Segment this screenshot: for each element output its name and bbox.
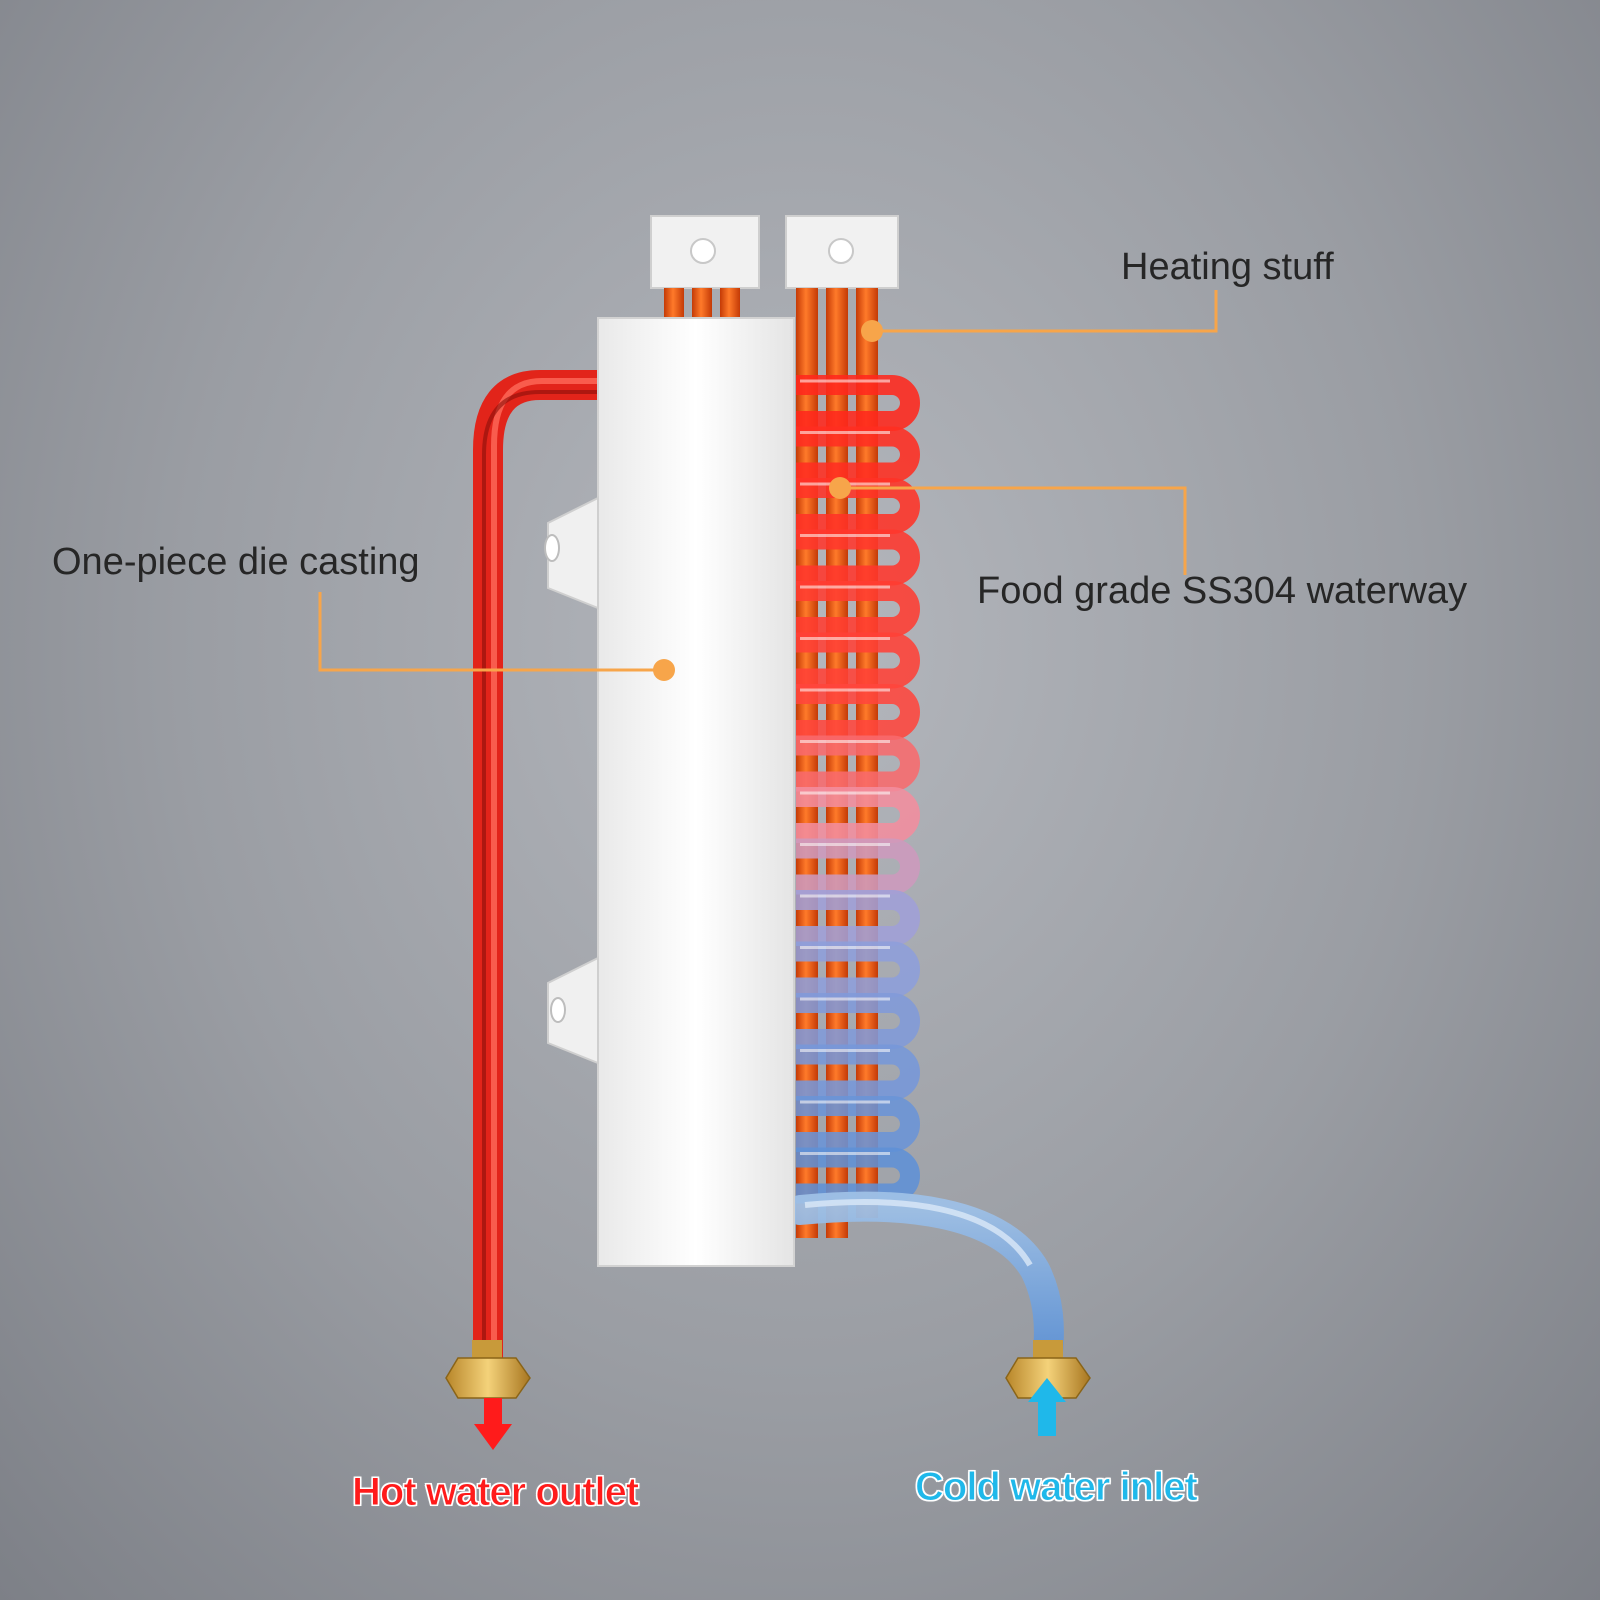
hot-outlet-arrow-icon (474, 1398, 512, 1450)
coil-loop (796, 1044, 920, 1101)
coil-loop (796, 632, 920, 689)
coil-loop (796, 375, 920, 431)
coil-loop (796, 426, 920, 483)
cold-inlet-fitting (1005, 1340, 1091, 1399)
coil-loop (796, 735, 920, 792)
heating-callout-line (872, 290, 1218, 333)
cold-inlet-arrow-icon (1028, 1378, 1066, 1436)
casting-callout-line (318, 592, 664, 672)
coil-loop (796, 1096, 920, 1152)
coil-loop (796, 941, 920, 998)
hot-outlet-label: Hot water outlet (351, 1470, 639, 1514)
coil-loop (796, 838, 920, 895)
coil-loop (796, 529, 920, 586)
waterway-callout-line (840, 486, 1187, 575)
callout-dots (653, 320, 883, 681)
coil-loop (796, 787, 920, 843)
waterway-callout-label: Food grade SS304 waterway (977, 570, 1468, 612)
cold-inlet-label: Cold water inlet (915, 1465, 1199, 1509)
casting-callout-label: One-piece die casting (52, 541, 420, 583)
coil-loop (796, 684, 920, 740)
terminal-caps (650, 215, 899, 289)
hot-outlet-fitting (445, 1340, 531, 1399)
die-cast-body (544, 317, 795, 1267)
callout-lines (318, 290, 1218, 672)
coil-loop (796, 581, 920, 637)
coil-loop (796, 993, 920, 1049)
heating-callout-label: Heating stuff (1121, 246, 1334, 288)
coil-loop (796, 890, 920, 946)
